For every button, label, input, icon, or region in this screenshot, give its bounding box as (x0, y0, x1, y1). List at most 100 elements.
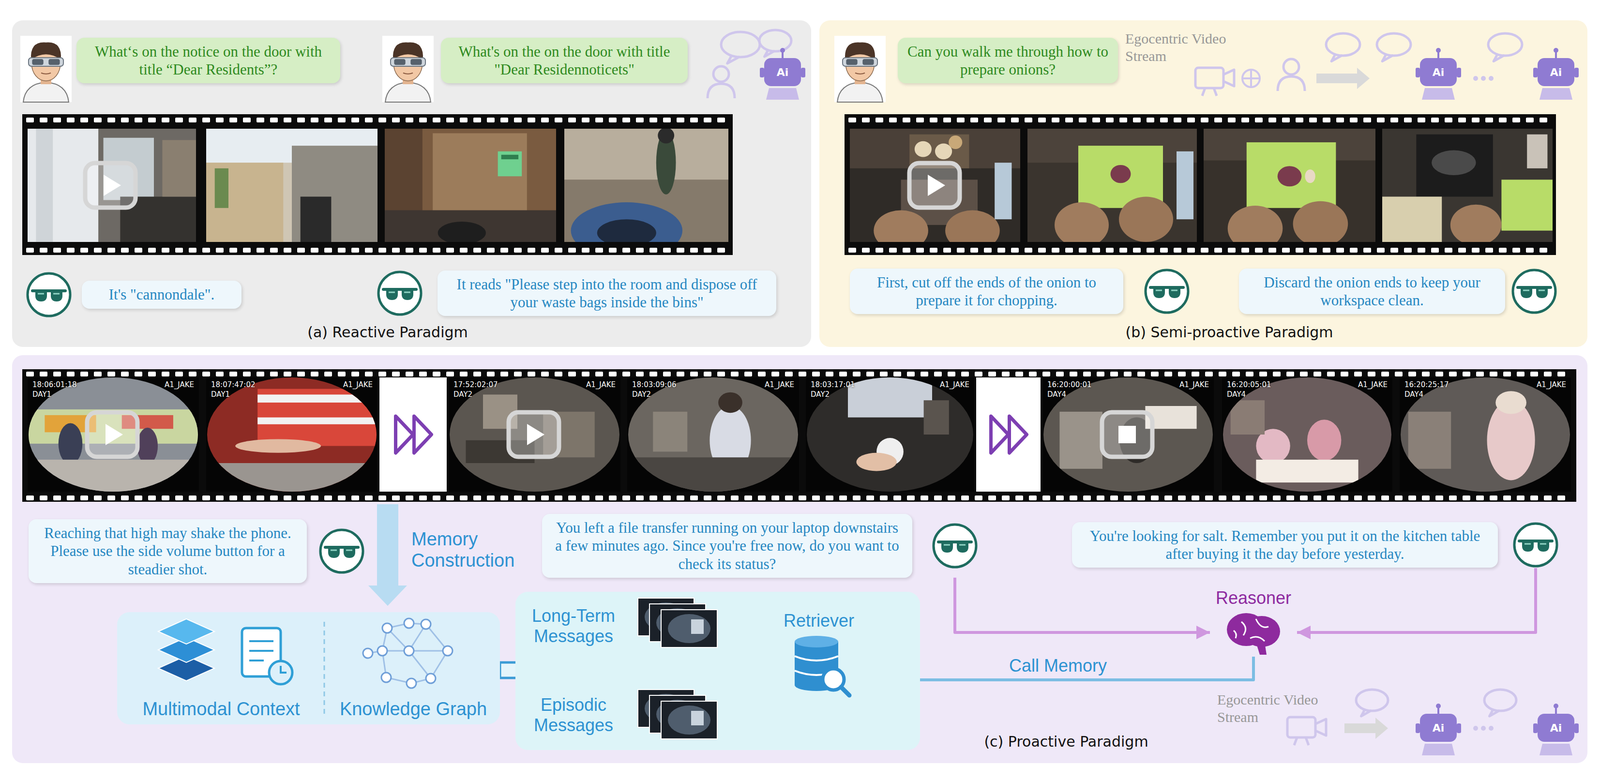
sprocket-hole (1191, 371, 1200, 377)
sprocket-hole (202, 117, 211, 123)
sprocket-hole (568, 117, 576, 123)
sprocket-hole (1476, 371, 1484, 377)
avatar-hair (845, 42, 876, 61)
sprocket-hole (541, 371, 549, 377)
sprocket-hole (1417, 117, 1426, 123)
sprocket-hole (392, 117, 400, 123)
sprocket-hole (107, 247, 116, 253)
avatar-neck (402, 74, 414, 85)
scene-shape (914, 141, 932, 158)
sprocket-hole (1322, 117, 1331, 123)
sprocket-hole (848, 117, 857, 123)
chat-icon (1376, 33, 1411, 56)
graph-edge (408, 623, 426, 625)
memory-label: Knowledge Graph (316, 698, 511, 720)
sprocket-hole (1051, 247, 1060, 253)
scene-shape (1277, 166, 1302, 187)
scene-shape (437, 221, 486, 242)
sprocket-hole (1187, 247, 1195, 253)
thumbnail-light (691, 619, 704, 634)
frame-black (1399, 377, 1571, 492)
sprocket-hole (80, 247, 89, 253)
sprocket-hole (1476, 495, 1484, 501)
sprocket-hole (961, 495, 969, 501)
sprocket-hole (446, 371, 454, 377)
scene-shape (466, 440, 535, 464)
sprocket-hole (608, 247, 617, 253)
film-strip (844, 114, 1556, 256)
fast-forward-glyph (991, 416, 1009, 453)
sprocket-hole (902, 117, 911, 123)
avatar-face (31, 46, 61, 81)
sprocket-hole (608, 117, 617, 123)
sprocket-hole (1146, 247, 1155, 253)
robot-ear (759, 67, 765, 78)
sprocket-hole (513, 117, 522, 123)
sprocket-hole (934, 495, 942, 501)
scene-shape (432, 133, 528, 213)
avatar-neck (854, 74, 866, 85)
graph-node (381, 672, 392, 683)
sprocket-hole (812, 495, 820, 501)
sprocket-hole (1011, 247, 1019, 253)
sprocket-hole (1431, 247, 1439, 253)
assistant-glasses-icon (1510, 268, 1558, 315)
layers-icon (158, 618, 215, 645)
sprocket-hole (66, 371, 75, 377)
sprocket-hole (1367, 371, 1376, 377)
scene-shape (656, 131, 677, 195)
database-icon (784, 631, 853, 699)
sprocket-hole (649, 117, 658, 123)
glasses-glare (1155, 289, 1178, 292)
frame-overlay-text: DAY2 (632, 390, 651, 399)
sprocket-hole (283, 117, 292, 123)
sprocket-hole (622, 247, 631, 253)
thumbnail-scene (644, 694, 688, 724)
reasoner-node: Reasoner (1209, 588, 1298, 657)
sprocket-hole (889, 117, 897, 123)
scene-shape (709, 406, 751, 475)
sprocket-hole (717, 371, 725, 377)
assistant-speech-bubble: Reaching that high may shake the phone. … (28, 519, 365, 584)
sprocket-hole (1449, 495, 1457, 501)
memory-label: Multimodal Context (124, 698, 318, 720)
sprocket-hole (1539, 117, 1548, 123)
sprocket-hole (1503, 371, 1511, 377)
sprocket-hole (242, 371, 251, 377)
scene-shape (923, 400, 950, 435)
fast-forward-frame (379, 377, 447, 492)
robot-ear (1415, 67, 1420, 78)
glasses-lens (35, 290, 47, 302)
scene-shape (214, 168, 229, 209)
frame-overlay-text: DAY1 (32, 390, 52, 399)
sprocket-hole (622, 117, 631, 123)
scene-shape (543, 411, 595, 458)
chat-icon-tail (1382, 53, 1393, 61)
sprocket-hole (1543, 495, 1552, 501)
robot-head (1419, 713, 1457, 742)
sprocket-hole (513, 247, 522, 253)
memory-box: Multimodal ContextKnowledge Graph (117, 612, 500, 725)
chat-icon-tail (1361, 709, 1372, 717)
sprocket-hole (1096, 371, 1105, 377)
frame-black (627, 377, 800, 492)
graph-edge (425, 624, 448, 651)
sprocket-hole (283, 495, 292, 501)
sprocket-hole (1132, 247, 1141, 253)
chat-icon-tail (1489, 709, 1500, 717)
avatar-bg (382, 35, 434, 103)
bubble-shape: You're looking for salt. Remember you pu… (1071, 522, 1498, 568)
scene-shape (483, 394, 518, 429)
sprocket-hole (1042, 371, 1051, 377)
sprocket-hole (1543, 371, 1552, 377)
sprocket-hole (161, 371, 170, 377)
sprocket-hole (148, 371, 156, 377)
sprocket-hole (1083, 495, 1091, 501)
frame-overlay-text: 18:03:17:01 (810, 380, 856, 390)
scene-shape (1501, 179, 1553, 231)
frame-overlay-text: DAY2 (453, 390, 473, 399)
sprocket-hole (242, 117, 251, 123)
graph-node (404, 618, 414, 629)
sprocket-hole (848, 247, 857, 253)
sprocket-hole (297, 371, 305, 377)
